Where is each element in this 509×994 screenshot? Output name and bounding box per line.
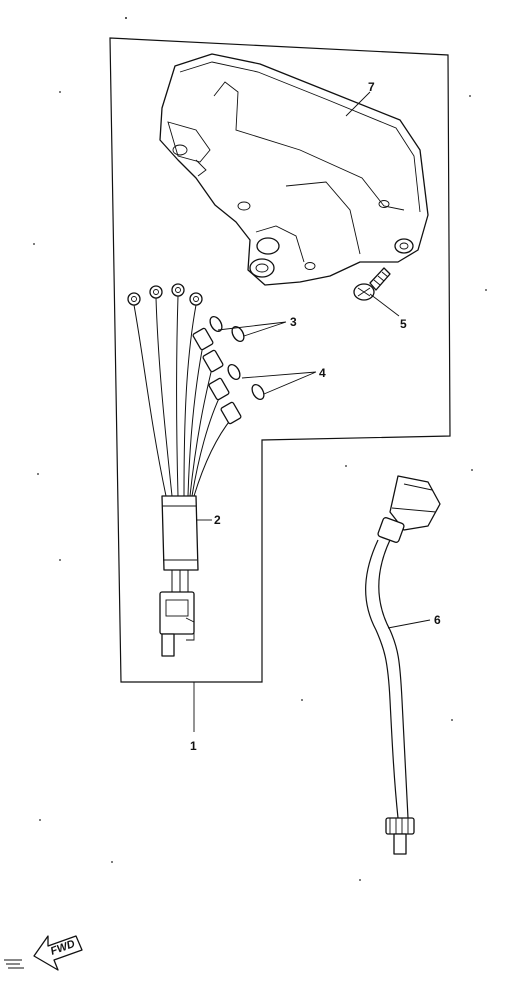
leader-7 (345, 91, 371, 117)
callout-5: 5 (400, 317, 407, 331)
leader-4 (241, 371, 317, 395)
assembly-frame (109, 37, 451, 683)
leader-3 (217, 321, 287, 337)
leader-5 (369, 293, 400, 317)
callout-2: 2 (214, 513, 221, 527)
meter-housing (159, 53, 429, 286)
meter-cable (365, 475, 441, 855)
callout-4: 4 (319, 366, 326, 380)
callout-7: 7 (368, 80, 375, 94)
callout-6: 6 (434, 613, 441, 627)
screw (353, 267, 391, 301)
callout-1: 1 (190, 739, 197, 753)
wire-harness (127, 283, 265, 657)
forward-arrow-icon: FWD (4, 935, 83, 971)
leader-6 (387, 619, 431, 629)
scan-specks (33, 17, 487, 881)
callout-3: 3 (290, 315, 297, 329)
